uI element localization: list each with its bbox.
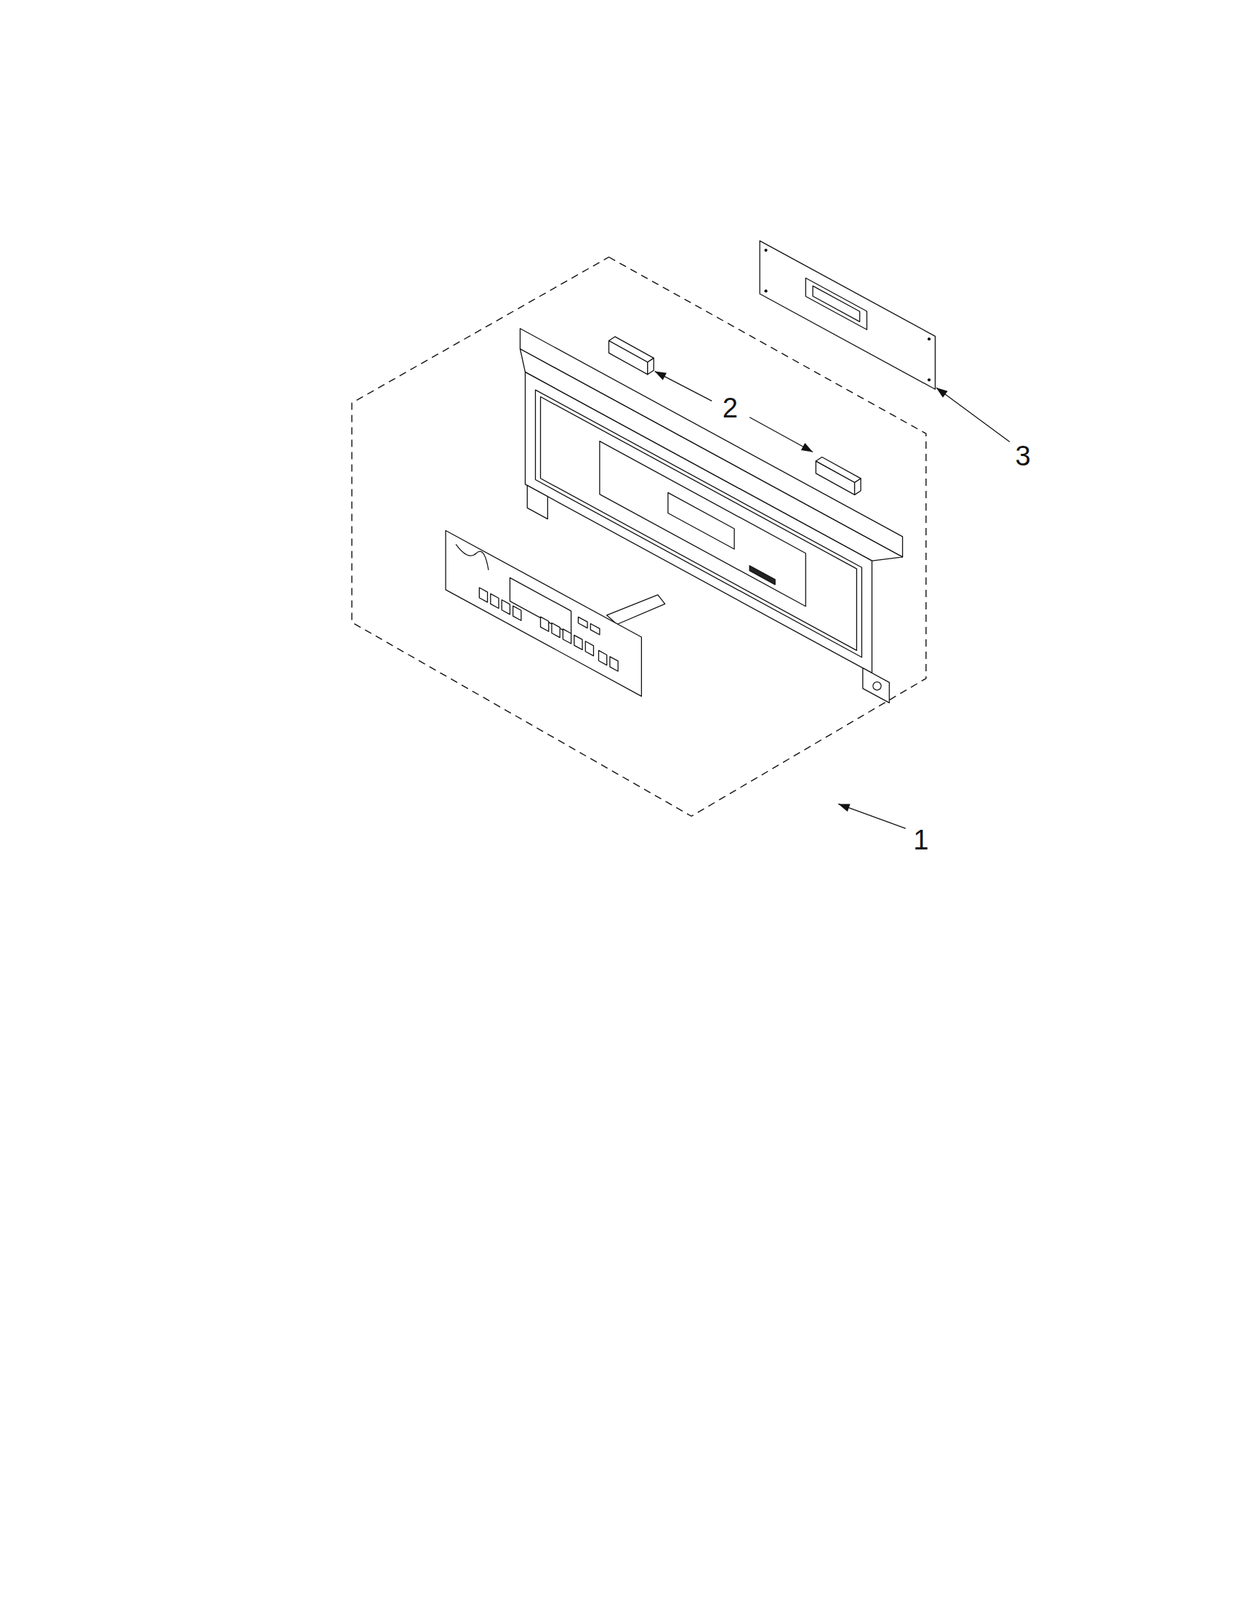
board-hole [927, 378, 931, 381]
console-leg [527, 484, 548, 519]
board-display-window [812, 285, 861, 322]
console-window [599, 441, 806, 607]
board-hole [927, 337, 931, 341]
overlay-button [598, 649, 607, 665]
arrowhead [655, 371, 667, 381]
spacer-block-front [608, 340, 648, 375]
overlay-button [562, 628, 571, 644]
ribbon-cable [607, 594, 666, 625]
arrowhead [801, 442, 813, 452]
spacer-block-side [854, 478, 861, 495]
overlay-button [551, 623, 560, 638]
overlay-display [509, 577, 571, 634]
board-hole [764, 289, 767, 293]
control-overlay [445, 529, 642, 696]
control-board [759, 240, 935, 389]
overlay-button [609, 656, 618, 672]
callout-number: 3 [1014, 442, 1031, 470]
assembly-boundary [351, 257, 927, 817]
overlay-button [513, 605, 522, 621]
overlay-button [490, 593, 499, 608]
overlay-button [574, 634, 583, 650]
overlay-button [585, 641, 594, 656]
overlay-button [479, 587, 488, 602]
drawing-group [351, 240, 1010, 829]
console-leg [862, 668, 890, 704]
spacer-block-front [815, 460, 855, 495]
console-badge [749, 565, 775, 585]
board-hole [764, 248, 767, 252]
callout-number: 1 [913, 825, 929, 854]
board-display [805, 277, 867, 330]
callout-number: 2 [722, 394, 738, 422]
overlay-button [590, 623, 600, 634]
leg-hole [873, 681, 882, 690]
console-display [668, 492, 735, 549]
overlay-button [577, 616, 588, 628]
leader-line [655, 371, 713, 402]
overlay-button [501, 599, 510, 615]
leader-line [749, 417, 813, 453]
arrowhead [936, 387, 949, 398]
leader-line [838, 803, 906, 829]
leader-line [936, 387, 1010, 442]
spacer-block-side [647, 357, 654, 374]
brand-logo [455, 543, 489, 570]
overlay-button [540, 616, 549, 632]
arrowhead [838, 803, 850, 812]
